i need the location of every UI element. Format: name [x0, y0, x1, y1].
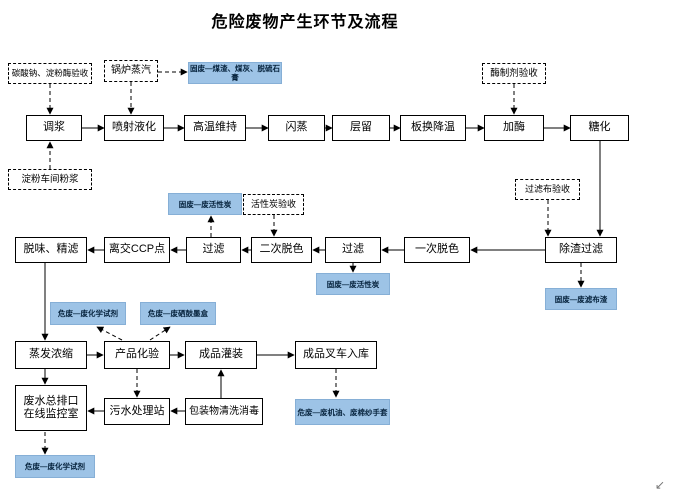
accept-activated-carbon-box: 活性炭验收 [243, 194, 304, 215]
process-primary-decolor: 一次脱色 [404, 237, 470, 263]
process-slurry-mixing: 调浆 [26, 115, 82, 141]
waste-coal-slag-box-label: 固废—煤渣、煤灰、脱硫石膏 [190, 64, 280, 82]
accept-enzyme-prep-box-label: 酶制剂验收 [490, 67, 538, 79]
process-saccharification: 糖化 [570, 115, 629, 141]
accept-filter-cloth-box-label: 过滤布验收 [524, 184, 570, 195]
process-filter-1-label: 过滤 [202, 243, 225, 256]
waste-filter-cloth-residue-box: 固废—废滤布渣 [545, 288, 617, 310]
process-jet-liquefaction-label: 喷射液化 [112, 121, 156, 134]
process-product-filling-label: 成品灌装 [199, 348, 243, 361]
process-plate-cooling: 板换降温 [400, 115, 466, 141]
hazwaste-toner-cartridge-box-label: 危废—废硒鼓墨盒 [148, 309, 208, 318]
process-deodor-fine-filter-label: 脱味、精滤 [23, 243, 79, 256]
process-residue-filter: 除渣过滤 [545, 237, 617, 263]
accept-soda-enzyme-box: 碳酸钠、淀粉酶验收 [8, 63, 92, 84]
wastewater-outlet-monitoring-room: 废水总排口 在线监控室 [15, 385, 87, 431]
starch-workshop-slurry-box: 淀粉车间粉浆 [8, 169, 92, 190]
waste-activated-carbon-top-box-label: 固废—废活性炭 [178, 199, 232, 209]
process-flash-evaporation: 闪蒸 [268, 115, 325, 141]
process-product-testing: 产品化验 [104, 341, 170, 369]
process-laminar-hold: 层留 [332, 115, 390, 141]
page-title: 危险废物产生环节及流程 [211, 14, 399, 31]
process-product-testing-label: 产品化验 [115, 348, 159, 361]
accept-enzyme-prep-box: 酶制剂验收 [482, 63, 546, 84]
flow-arrow [149, 326, 171, 341]
process-packaging-cleaning-label: 包装物清洗消毒 [189, 405, 259, 417]
hazwaste-oil-gloves-box-label: 危废—废机油、废棉纱手套 [297, 407, 388, 417]
waste-activated-carbon-bottom-box-label: 固废—废活性炭 [326, 279, 380, 289]
boiler-steam-box: 锅炉蒸汽 [104, 60, 158, 82]
hazwaste-chem-reagent-box-1: 危废—废化学试剂 [50, 302, 126, 325]
process-high-temp-hold-label: 高温维持 [193, 121, 237, 134]
process-sewage-treatment-station: 污水处理站 [104, 398, 170, 425]
wastewater-outlet-monitoring-room-label: 废水总排口 在线监控室 [23, 394, 79, 420]
accept-soda-enzyme-box-label: 碳酸钠、淀粉酶验收 [11, 68, 89, 79]
accept-activated-carbon-box-label: 活性炭验收 [250, 199, 296, 210]
accept-filter-cloth-box: 过滤布验收 [515, 179, 580, 200]
process-flash-evaporation-label: 闪蒸 [285, 121, 308, 134]
process-evaporation-concentration: 蒸发浓缩 [15, 341, 87, 369]
process-residue-filter-label: 除渣过滤 [559, 243, 603, 256]
process-secondary-decolor: 二次脱色 [251, 237, 312, 263]
process-filter-2: 过滤 [325, 237, 381, 263]
process-forklift-warehousing-label: 成品叉车入库 [303, 348, 369, 361]
process-ion-exchange-ccp-label: 离交CCP点 [108, 243, 166, 256]
flow-arrow [96, 326, 123, 341]
waste-activated-carbon-bottom-box: 固废—废活性炭 [316, 273, 390, 295]
corner-arrow-icon: ↙ [654, 478, 665, 492]
process-deodor-fine-filter: 脱味、精滤 [15, 237, 87, 263]
waste-coal-slag-box: 固废—煤渣、煤灰、脱硫石膏 [188, 62, 282, 84]
process-enzyme-adding: 加酶 [484, 115, 544, 141]
boiler-steam-box-label: 锅炉蒸汽 [111, 65, 151, 76]
process-enzyme-adding-label: 加酶 [503, 121, 525, 134]
hazwaste-toner-cartridge-box: 危废—废硒鼓墨盒 [140, 302, 216, 325]
waste-activated-carbon-top-box: 固废—废活性炭 [168, 193, 242, 215]
process-plate-cooling-label: 板换降温 [411, 121, 455, 134]
process-filter-1: 过滤 [186, 237, 241, 263]
hazwaste-chem-reagent-box-1-label: 危废—废化学试剂 [58, 309, 118, 318]
hazwaste-chem-reagent-box-2: 危废—废化学试剂 [15, 455, 95, 478]
process-slurry-mixing-label: 调浆 [43, 121, 65, 134]
process-packaging-cleaning: 包装物清洗消毒 [185, 398, 263, 425]
hazwaste-chem-reagent-box-2-label: 危废—废化学试剂 [25, 462, 85, 471]
hazwaste-oil-gloves-box: 危废—废机油、废棉纱手套 [295, 399, 390, 425]
process-evaporation-concentration-label: 蒸发浓缩 [29, 348, 73, 361]
process-high-temp-hold: 高温维持 [184, 115, 246, 141]
process-ion-exchange-ccp: 离交CCP点 [104, 237, 170, 263]
process-product-filling: 成品灌装 [185, 341, 257, 369]
process-filter-2-label: 过滤 [342, 243, 364, 256]
process-sewage-treatment-station-label: 污水处理站 [109, 404, 165, 417]
process-laminar-hold-label: 层留 [350, 121, 372, 134]
process-secondary-decolor-label: 二次脱色 [259, 243, 304, 256]
process-jet-liquefaction: 喷射液化 [104, 115, 164, 141]
waste-filter-cloth-residue-box-label: 固废—废滤布渣 [554, 294, 608, 304]
process-primary-decolor-label: 一次脱色 [415, 243, 459, 256]
process-forklift-warehousing: 成品叉车入库 [295, 341, 377, 369]
process-saccharification-label: 糖化 [588, 121, 611, 134]
starch-workshop-slurry-box-label: 淀粉车间粉浆 [21, 173, 79, 185]
